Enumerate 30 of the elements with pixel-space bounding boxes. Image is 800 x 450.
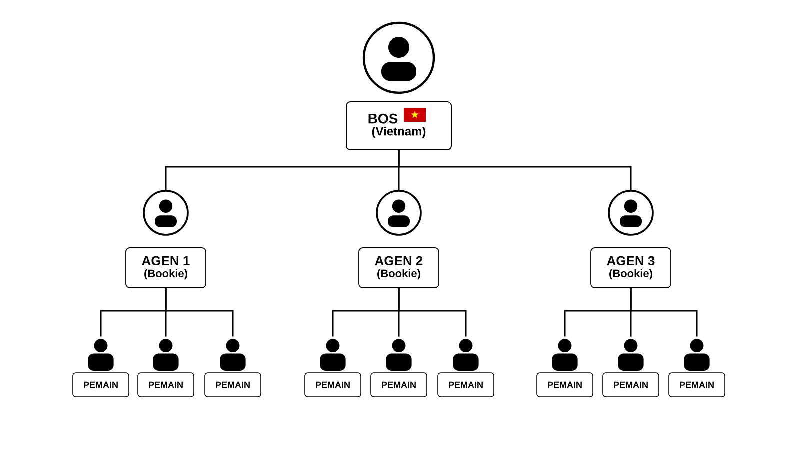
person-box: PEMAIN (602, 372, 660, 398)
person-box: AGEN 2 (Bookie) (358, 248, 440, 288)
person-box: PEMAIN (204, 372, 262, 398)
person-box: PEMAIN (370, 372, 428, 398)
person-box: AGEN 3 (Bookie) (590, 248, 672, 288)
person-box: PEMAIN (72, 372, 130, 398)
person-icon (220, 339, 246, 371)
person-box: PEMAIN (668, 372, 726, 398)
person-box: AGEN 1 (Bookie) (126, 248, 206, 288)
avatar-icon (143, 190, 189, 236)
connector-line (165, 288, 234, 337)
person-icon (153, 339, 179, 371)
person-icon (618, 339, 644, 371)
person-icon (320, 339, 346, 371)
connector-line (630, 288, 698, 337)
person-icon (552, 339, 578, 371)
person-box: PEMAIN (438, 372, 494, 398)
connector-line (398, 150, 632, 190)
avatar-icon (362, 22, 436, 94)
person-icon (88, 339, 114, 371)
person-box: PEMAIN (536, 372, 594, 398)
connector-line (398, 288, 467, 337)
person-box: PEMAIN (304, 372, 362, 398)
person-icon (386, 339, 412, 371)
person-icon (684, 339, 710, 371)
avatar-icon (608, 190, 654, 236)
person-icon (453, 339, 479, 371)
person-box: PEMAIN (138, 372, 194, 398)
person-box: BOS (Vietnam) (346, 102, 452, 150)
avatar-icon (376, 190, 422, 236)
